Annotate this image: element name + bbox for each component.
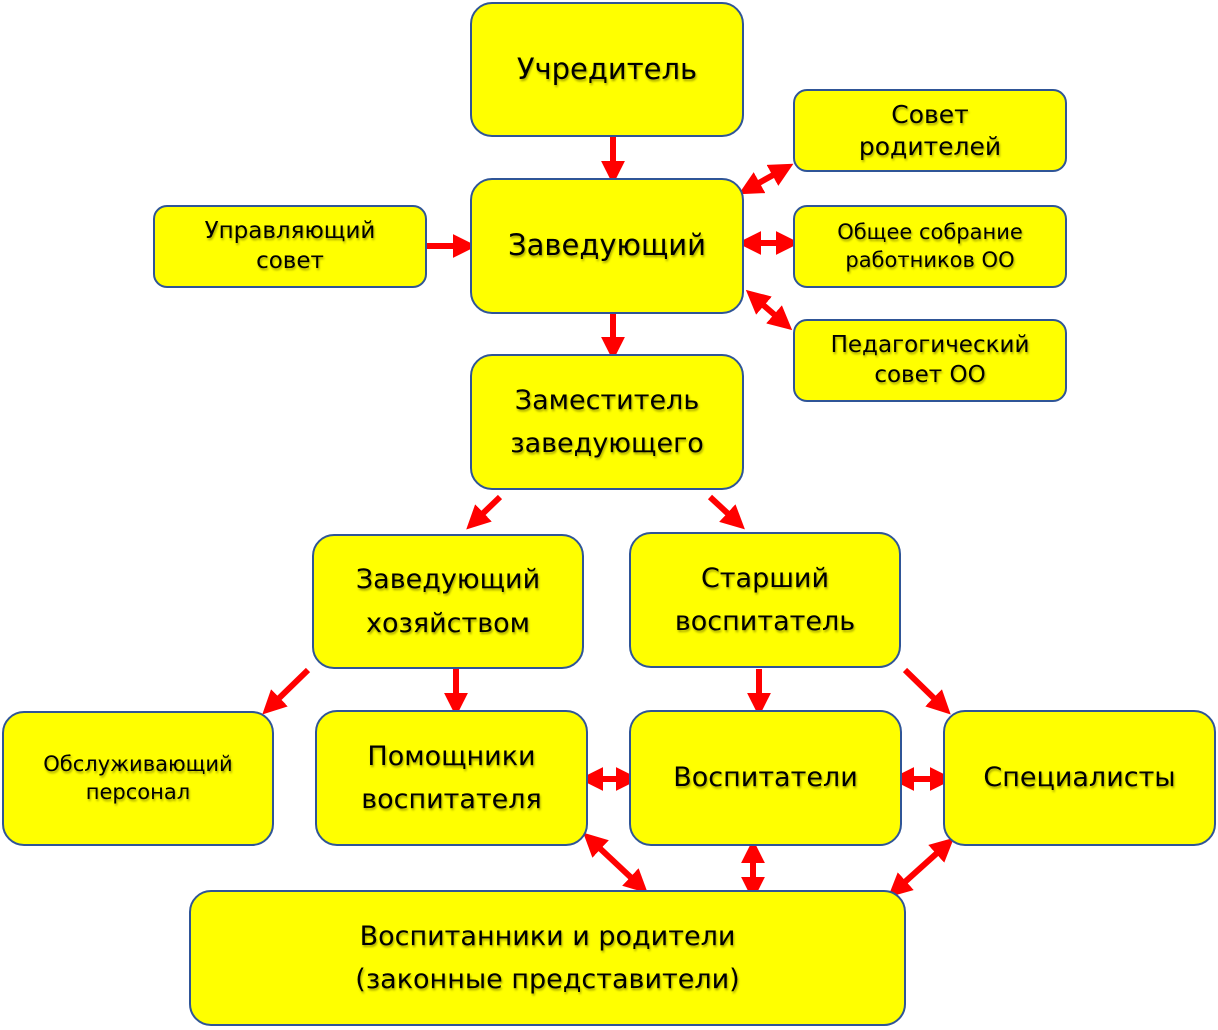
node-specialists: Специалисты (943, 710, 1216, 846)
node-deputy: Заместитель заведующего (470, 354, 744, 490)
node-supply-manager: Заведующий хозяйством (312, 534, 584, 669)
arrow-head-parents-council-link (738, 163, 794, 195)
arrow-senior-educator-to-specialists (902, 667, 951, 715)
node-managing-council: Управляющий совет (153, 205, 427, 288)
arrow-deputy-to-supply-manager (466, 494, 503, 530)
arrow-deputy-to-senior-educator (707, 494, 745, 530)
arrow-specialists-pupils-link (887, 837, 955, 898)
node-service-staff: Обслуживающий персонал (2, 711, 274, 846)
node-label: Специалисты (983, 762, 1176, 794)
node-label: Воспитатели (673, 762, 858, 794)
node-general-meeting: Общее собрание работников ОО (793, 205, 1067, 288)
node-label: Старший воспитатель (674, 562, 856, 637)
node-parents-council: Совет родителей (793, 89, 1067, 172)
node-label: Учредитель (516, 51, 698, 86)
node-label: Совет родителей (858, 100, 1002, 161)
node-head: Заведующий (470, 178, 744, 314)
node-label: Помощники воспитателя (361, 740, 542, 815)
node-label: Заведующий хозяйством (355, 564, 541, 639)
arrow-supply-manager-to-service-staff (262, 667, 311, 715)
node-label: Управляющий совет (204, 217, 376, 274)
node-pupils-parents: Воспитанники и родители (законные предст… (189, 890, 906, 1026)
node-label: Воспитанники и родители (законные предст… (355, 920, 740, 995)
node-label: Педагогический совет ОО (830, 331, 1030, 388)
arrow-head-pedagogical-council-link (745, 289, 793, 331)
node-label: Общее собрание работников ОО (837, 220, 1023, 272)
node-assistants: Помощники воспитателя (315, 710, 588, 846)
node-founder: Учредитель (470, 2, 744, 137)
arrow-assistants-pupils-link (583, 832, 648, 894)
node-educators: Воспитатели (629, 710, 902, 846)
node-senior-educator: Старший воспитатель (629, 532, 901, 668)
node-label: Обслуживающий персонал (43, 752, 233, 804)
node-pedagogical-council: Педагогический совет ОО (793, 319, 1067, 402)
node-label: Заведующий (508, 228, 706, 263)
node-label: Заместитель заведующего (510, 384, 704, 459)
